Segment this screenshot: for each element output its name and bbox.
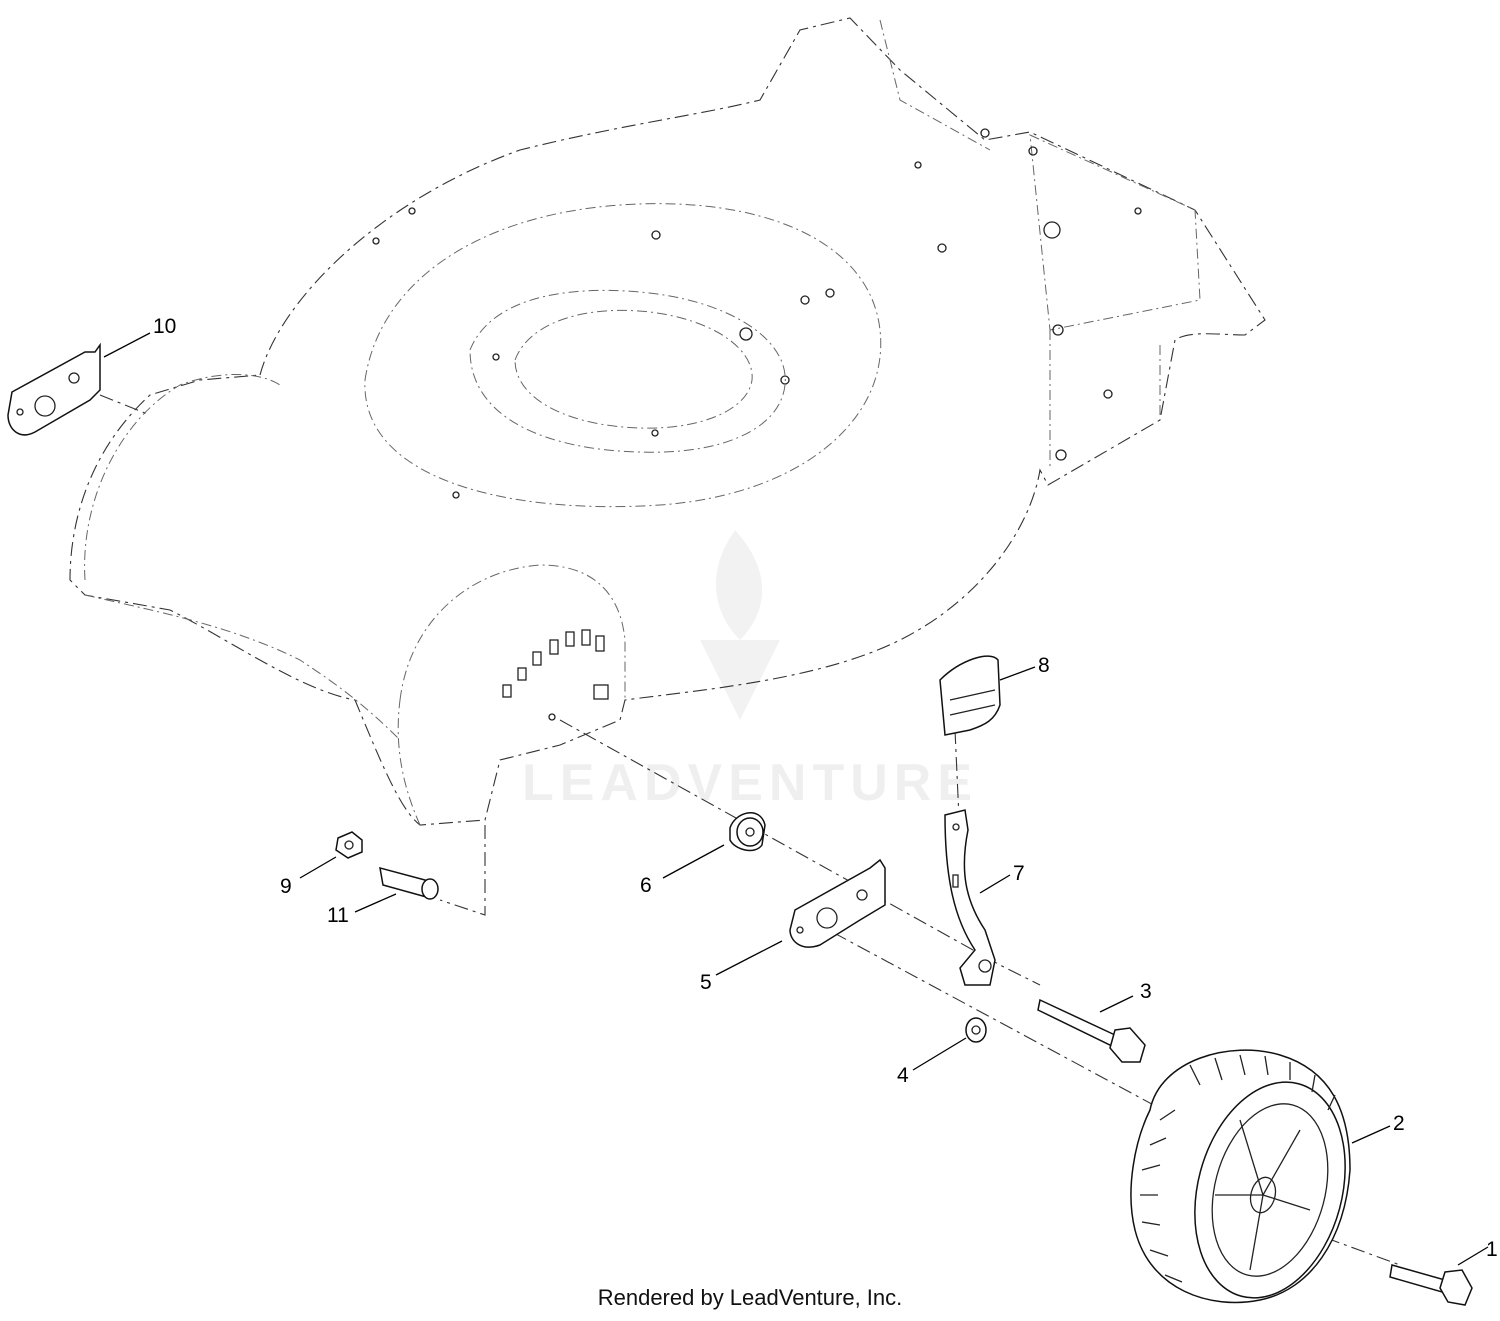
callout-7: 7 (1013, 862, 1025, 885)
callout-11: 11 (327, 904, 349, 927)
callout-leaders (103, 332, 1489, 1266)
callout-3: 3 (1140, 980, 1152, 1003)
leadventure-watermark: LEADVENTURE (522, 530, 978, 812)
part-9-nut (335, 831, 363, 859)
part-2-wheel (1130, 1049, 1351, 1304)
deck-vent-slots (502, 629, 609, 700)
callout-6: 6 (640, 874, 652, 897)
callout-9: 9 (280, 875, 292, 898)
callout-1: 1 (1486, 1238, 1498, 1261)
callout-5: 5 (700, 971, 712, 994)
deck-holes (372, 128, 1142, 721)
part-3-shoulder-bolt (1037, 998, 1146, 1063)
part-4-washer (965, 1017, 987, 1043)
part-8-lever-knob (939, 655, 1001, 736)
callout-4: 4 (897, 1064, 909, 1087)
watermark-text: LEADVENTURE (522, 754, 978, 812)
footer-credit: Rendered by LeadVenture, Inc. (597, 1285, 903, 1310)
callout-2: 2 (1393, 1112, 1405, 1135)
mower-deck-outline (69, 17, 1266, 826)
part-7-height-adjust-lever (944, 809, 996, 986)
callout-8: 8 (1038, 654, 1050, 677)
callout-labels: 10 8 7 6 9 11 5 3 4 2 1 (153, 315, 1498, 1261)
part-10-height-adjust-bracket (7, 342, 101, 436)
callout-10: 10 (153, 315, 176, 338)
part-1-axle-bolt (1389, 1264, 1473, 1306)
part-5-wheel-bracket (789, 858, 886, 948)
part-6-bushing (729, 812, 766, 852)
part-11-spacer (379, 866, 439, 900)
